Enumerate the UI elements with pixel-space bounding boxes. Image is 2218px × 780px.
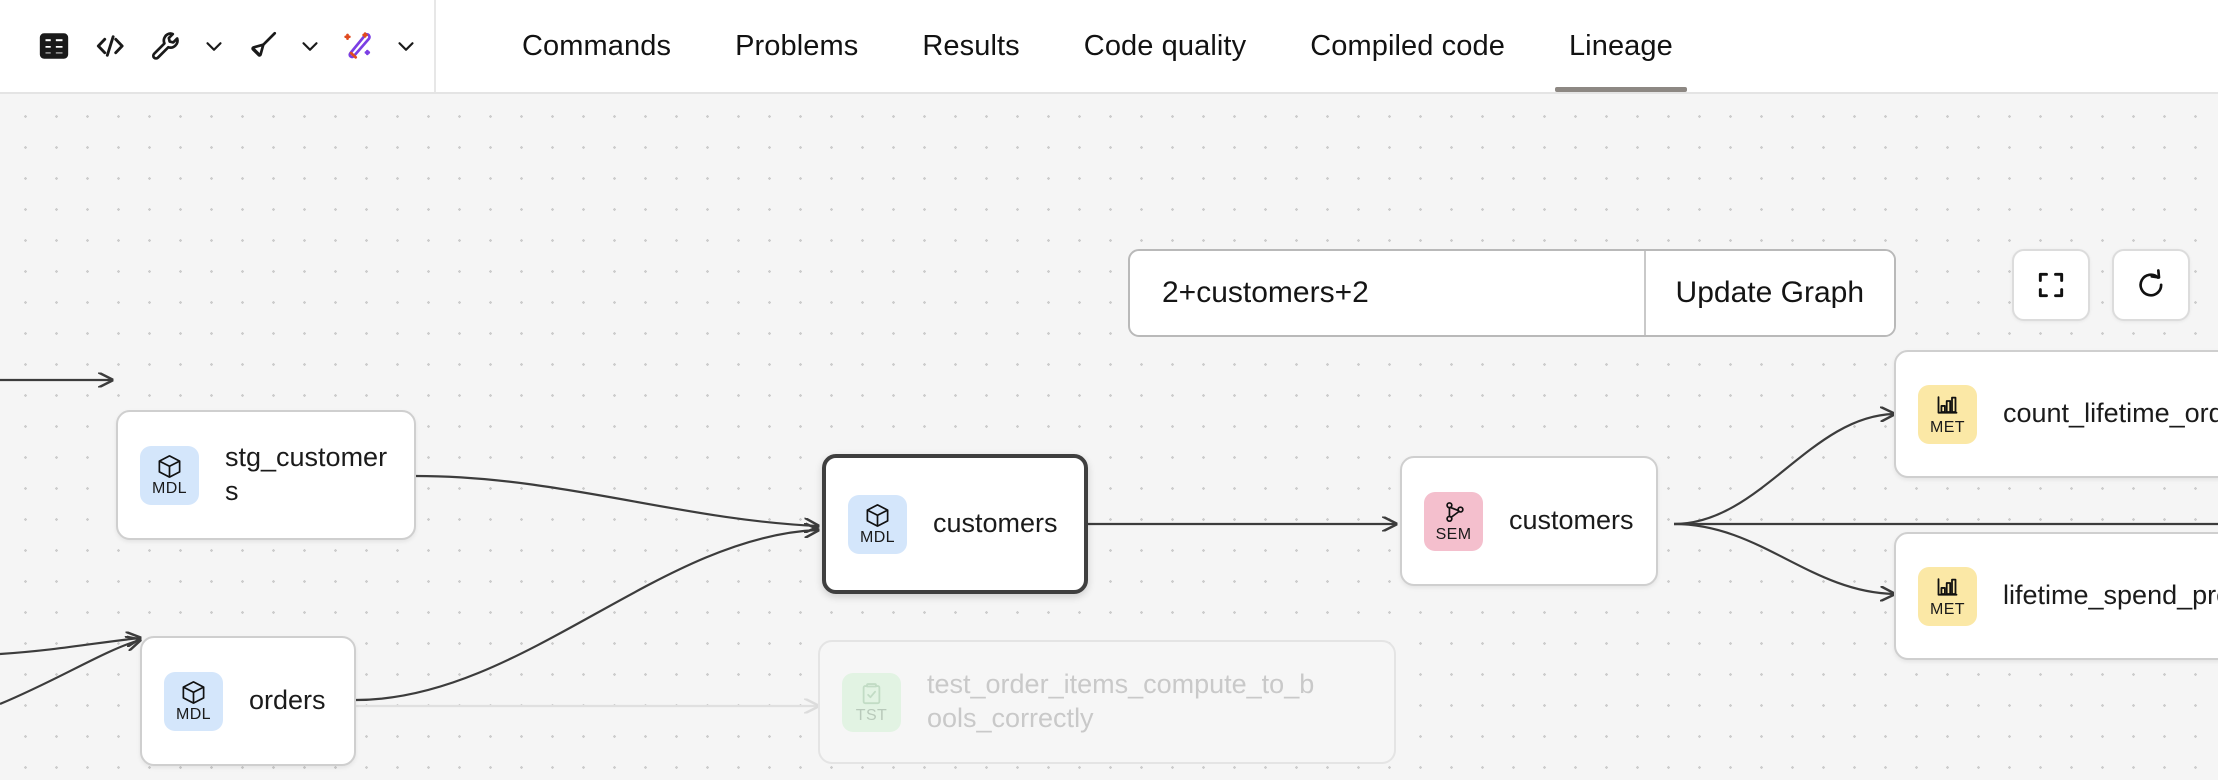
tab-results[interactable]: Results — [890, 0, 1051, 92]
node-kind-badge-mdl: MDL — [848, 494, 907, 554]
node-title: lifetime_spend_pretax — [2003, 580, 2218, 611]
tab-label: Code quality — [1083, 29, 1247, 62]
node-test-order-items[interactable]: TST test_order_items_compute_to_bools_co… — [818, 640, 1396, 764]
tab-label: Compiled code — [1310, 29, 1505, 62]
node-kind-badge-met: MET — [1918, 566, 1977, 626]
node-title: stg_customers — [225, 442, 388, 506]
tab-label: Commands — [522, 29, 672, 62]
node-kind-badge-mdl: MDL — [164, 671, 223, 731]
tab-lineage[interactable]: Lineage — [1537, 0, 1705, 92]
node-title: customers — [1509, 505, 1634, 536]
tab-problems[interactable]: Problems — [703, 0, 890, 92]
graph-control-group — [2012, 249, 2190, 321]
chevron-down-icon[interactable] — [386, 18, 426, 74]
edge-sem-lifetime-spend-pretax — [1673, 522, 1894, 594]
tab-commands[interactable]: Commands — [490, 0, 703, 92]
node-count-lifetime-orders[interactable]: MET count_lifetime_orders — [1894, 350, 2218, 478]
edge-sem-count-lifetime-orders — [1673, 414, 1894, 526]
badge-label: MDL — [860, 529, 895, 546]
top-toolbar: Commands Problems Results Code quality C… — [0, 0, 2218, 94]
code-view-icon[interactable] — [82, 18, 138, 74]
node-kind-badge-sem: SEM — [1424, 491, 1483, 551]
edge-orders-customers — [355, 530, 818, 702]
badge-label: SEM — [1435, 526, 1472, 543]
query-bar-divider — [1643, 251, 1646, 335]
node-kind-badge-mdl: MDL — [140, 445, 199, 505]
graph-query-input[interactable] — [1130, 251, 1644, 335]
chevron-down-icon[interactable] — [194, 18, 234, 74]
tab-bar: Commands Problems Results Code quality C… — [490, 0, 1705, 92]
tab-label: Results — [922, 29, 1020, 62]
wrench-icon[interactable] — [138, 18, 194, 74]
broom-icon[interactable] — [234, 18, 290, 74]
node-title: customers — [933, 508, 1058, 539]
badge-label: MDL — [152, 480, 187, 497]
toolbar-divider — [434, 0, 436, 92]
edge-incoming-orders-b — [0, 640, 140, 706]
badge-label: MDL — [176, 706, 211, 723]
editor-tool-group — [0, 0, 454, 92]
table-view-icon[interactable] — [26, 18, 82, 74]
badge-label: MET — [1930, 419, 1965, 436]
node-customers-semantic[interactable]: SEM customers — [1400, 456, 1658, 586]
node-kind-badge-met: MET — [1918, 384, 1977, 444]
badge-label: MET — [1930, 601, 1965, 618]
lineage-edges — [0, 94, 2218, 780]
tab-label: Lineage — [1568, 29, 1673, 62]
tab-label: Problems — [735, 29, 859, 62]
magic-wand-icon[interactable] — [330, 18, 386, 74]
node-stg-customers[interactable]: MDL stg_customers — [116, 410, 416, 540]
node-title: count_lifetime_orders — [2003, 398, 2218, 429]
tab-compiled-code[interactable]: Compiled code — [1278, 0, 1537, 92]
lineage-canvas[interactable]: MDL stg_customers MDL orders — [0, 94, 2218, 780]
tab-code-quality[interactable]: Code quality — [1052, 0, 1278, 92]
node-title: test_order_items_compute_to_bools_correc… — [927, 669, 1315, 733]
edge-stg-customers-customers — [415, 474, 818, 526]
node-customers-model[interactable]: MDL customers — [822, 454, 1088, 594]
node-kind-badge-tst: TST — [842, 672, 901, 732]
chevron-down-icon[interactable] — [290, 18, 330, 74]
refresh-button[interactable] — [2112, 249, 2190, 321]
node-orders[interactable]: MDL orders — [140, 636, 356, 766]
node-lifetime-spend-pretax[interactable]: MET lifetime_spend_pretax — [1894, 532, 2218, 660]
graph-query-bar: Update Graph — [1128, 249, 1896, 337]
update-graph-button[interactable]: Update Graph — [1645, 251, 1894, 335]
fit-view-button[interactable] — [2012, 249, 2090, 321]
badge-label: TST — [855, 707, 888, 724]
edge-incoming-orders-a — [0, 638, 140, 656]
node-title: orders — [249, 685, 326, 716]
